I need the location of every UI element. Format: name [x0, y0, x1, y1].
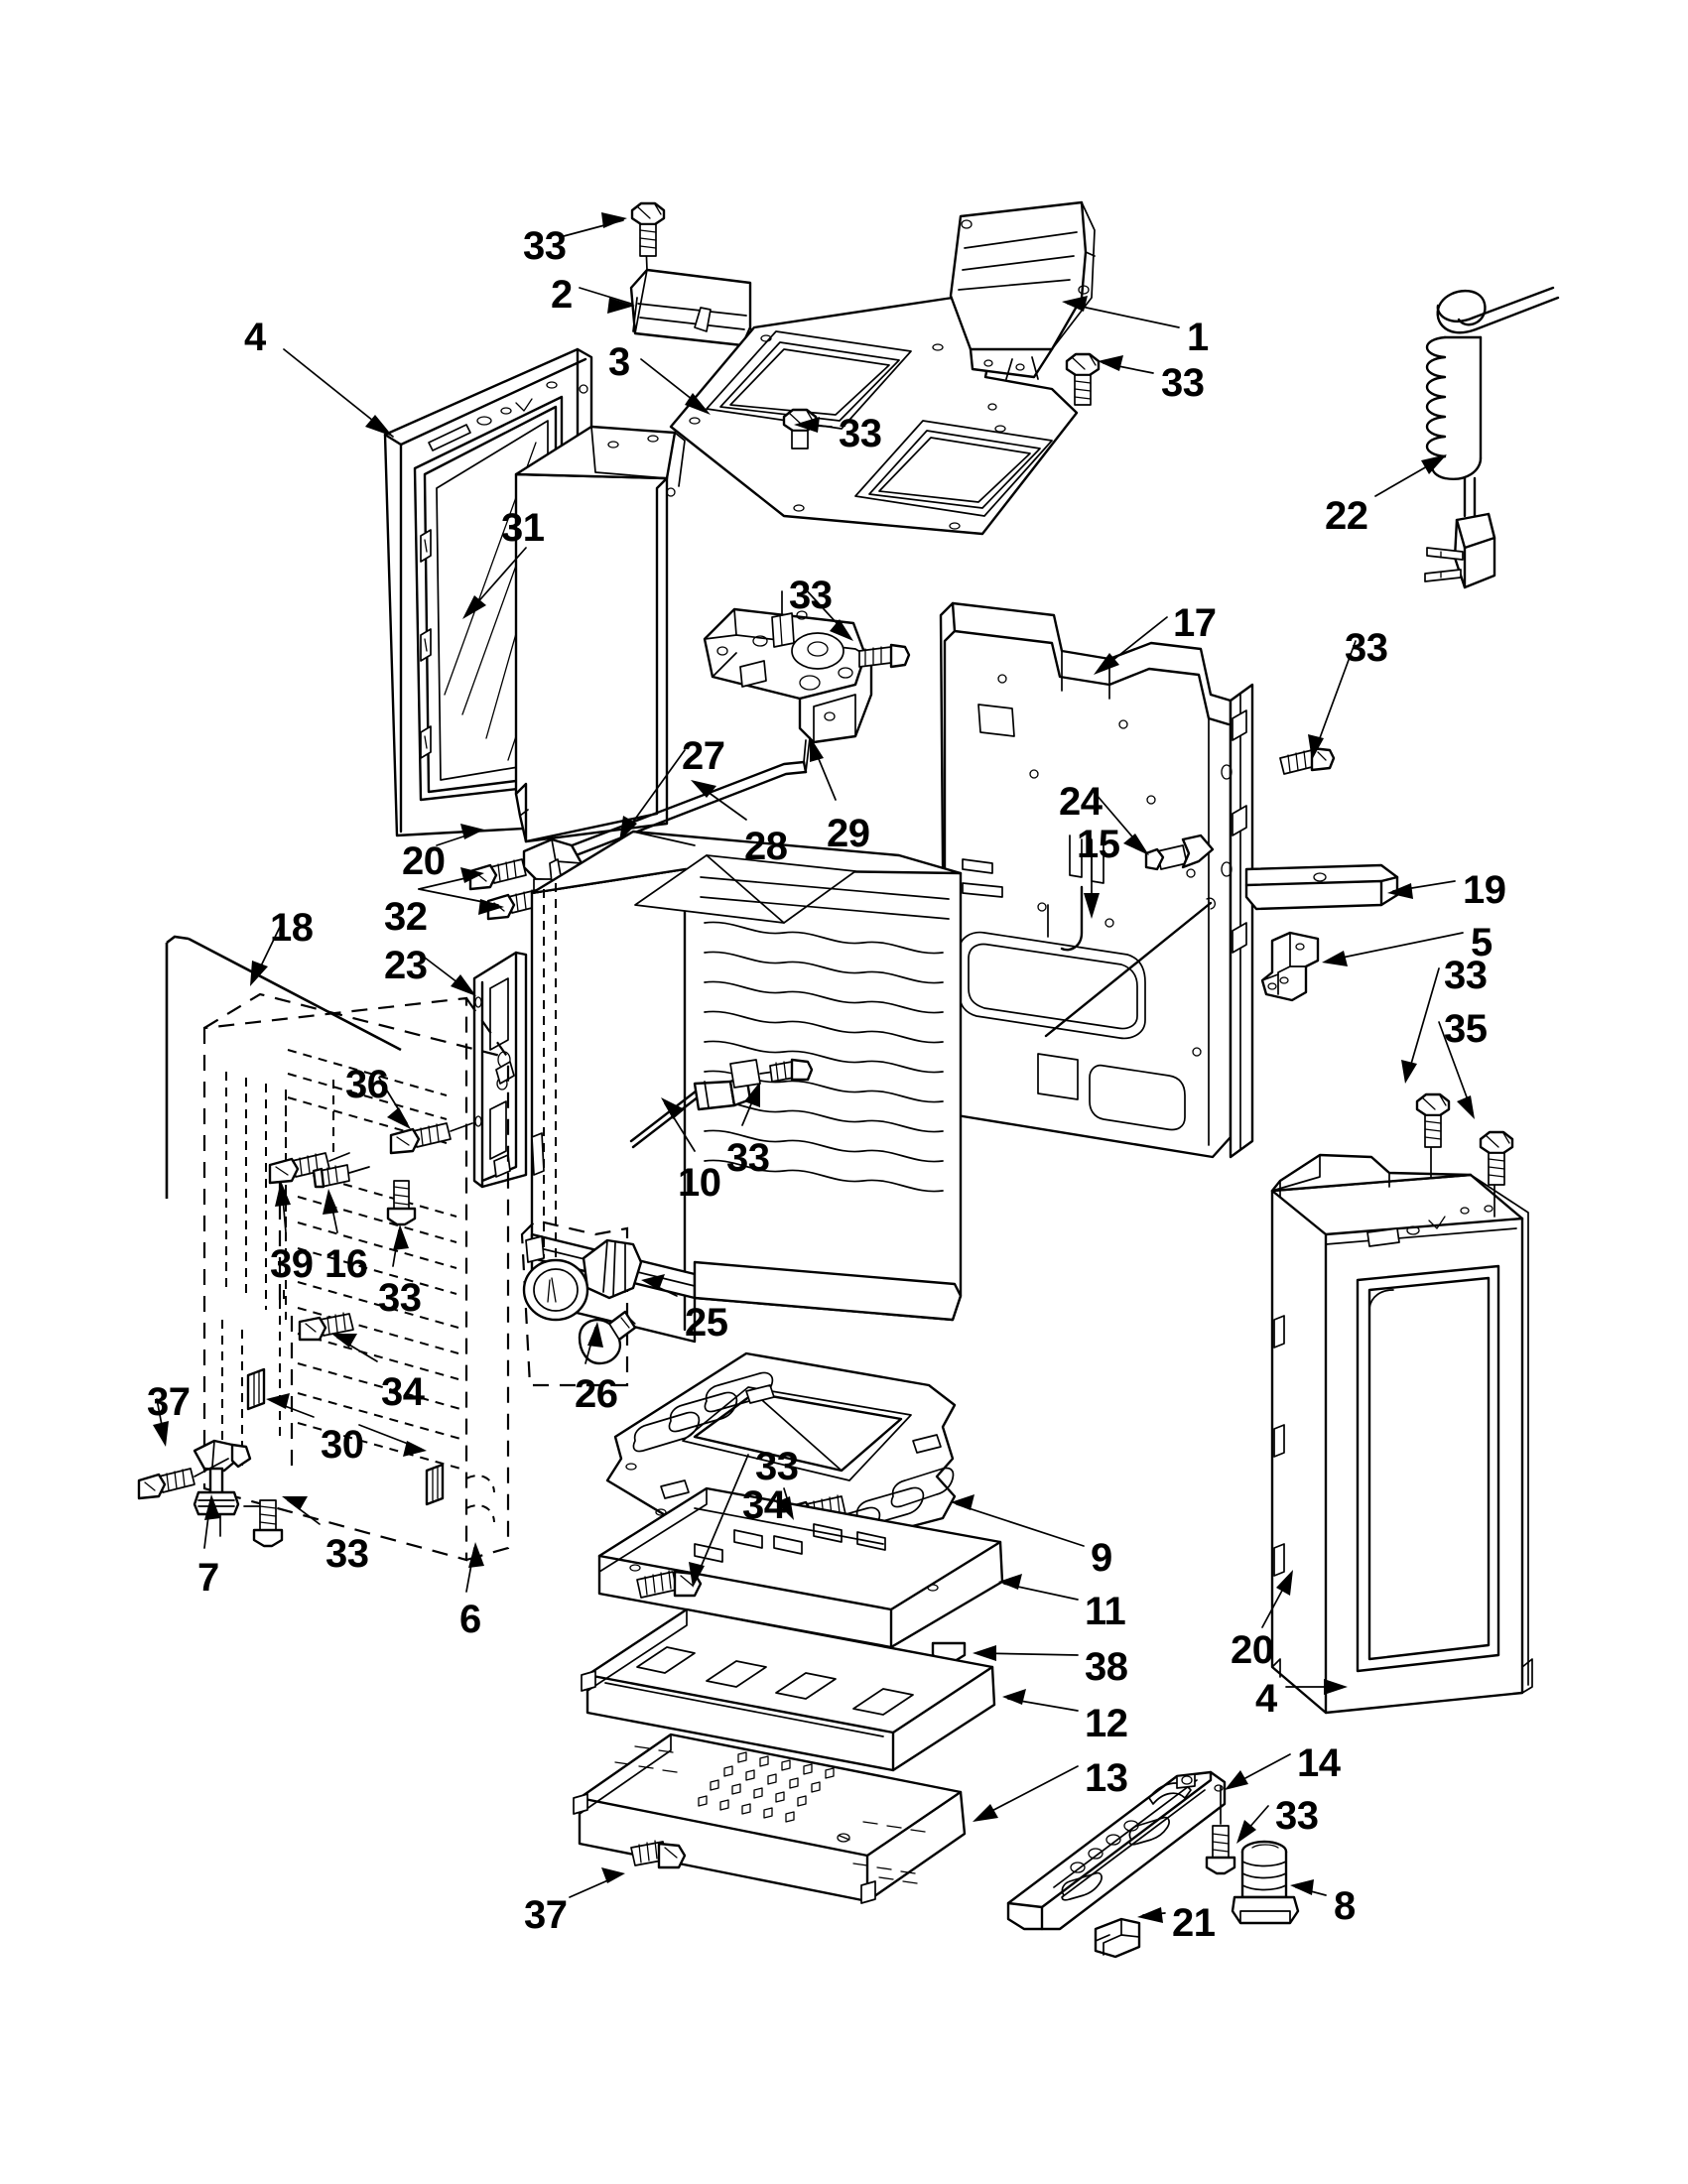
part-33-screw-insulation [386, 1180, 417, 1226]
part-18-insulation-outline [165, 935, 402, 1199]
part-35-screw-right-door [1479, 1130, 1514, 1218]
part-30-insulation-blanket [202, 992, 510, 1562]
callout-number-4: 4 [1255, 1677, 1277, 1721]
part-15-ground-wire [1044, 885, 1217, 1038]
callout-number-33: 33 [1345, 626, 1388, 670]
callout-number-7: 7 [197, 1556, 219, 1600]
callout-number-27: 27 [682, 734, 725, 778]
callout-number-33: 33 [789, 574, 833, 617]
callout-number-33: 33 [523, 224, 567, 268]
callout-number-33: 33 [755, 1445, 799, 1488]
callout-number-33: 33 [378, 1276, 422, 1320]
callout-number-4: 4 [244, 316, 266, 359]
part-12-bottom-panel [581, 1607, 996, 1772]
part-29-latch-motor [703, 590, 873, 744]
callout-number-2: 2 [551, 273, 573, 317]
part-33-screw-leg [243, 1499, 284, 1548]
callout-number-5: 5 [1471, 921, 1493, 964]
part-14-drawer-rail [1006, 1770, 1227, 1931]
callout-number-12: 12 [1085, 1702, 1128, 1745]
callout-number-14: 14 [1297, 1741, 1341, 1785]
callout-number-29: 29 [827, 812, 870, 855]
part-33-screw-backguard [1065, 352, 1101, 406]
callout-number-28: 28 [744, 825, 788, 868]
callout-number-22: 22 [1325, 494, 1368, 538]
part-21-clip [1094, 1917, 1141, 1959]
part-33-screw-rail [1205, 1785, 1236, 1875]
part-34-screw-left [298, 1312, 354, 1342]
part-22-power-cord [1424, 286, 1560, 589]
callout-number-38: 38 [1085, 1645, 1128, 1689]
callout-number-1: 1 [1187, 316, 1209, 359]
part-20-32-hinge-screws [468, 858, 545, 921]
part-2-bracket [629, 268, 759, 347]
callout-number-33: 33 [1444, 954, 1488, 997]
callout-number-16: 16 [325, 1242, 368, 1286]
part-17-rear-panel [939, 601, 1254, 1159]
callout-number-34: 34 [381, 1370, 425, 1414]
callout-number-6: 6 [459, 1598, 481, 1641]
callout-number-21: 21 [1172, 1901, 1216, 1945]
callout-number-34: 34 [742, 1483, 786, 1527]
callout-number-31: 31 [501, 506, 545, 550]
part-10-door-switch [629, 1058, 814, 1149]
leader-lines [153, 212, 1475, 1923]
callout-number-11: 11 [1085, 1590, 1126, 1633]
callout-number-15: 15 [1077, 823, 1120, 866]
callout-number-20: 20 [402, 839, 446, 883]
part-37-screw-drawer [630, 1840, 687, 1869]
callout-number-8: 8 [1334, 1884, 1356, 1928]
callout-number-30: 30 [321, 1423, 364, 1467]
callout-number-37: 37 [524, 1893, 568, 1937]
part-19-rear-rail [1244, 863, 1399, 911]
part-6-inner-door-panel [514, 425, 686, 843]
part-33-screw-latch-motor [858, 643, 911, 669]
part-7-leveling-leg-assembly [193, 1439, 252, 1537]
part-11-oven-cavity [525, 830, 963, 1344]
part-4-oven-door-right [1270, 1153, 1533, 1715]
callout-number-10: 10 [678, 1161, 721, 1205]
callout-number-17: 17 [1173, 601, 1217, 645]
callout-number-36: 36 [345, 1063, 389, 1106]
callout-number-32: 32 [384, 895, 428, 939]
part-23-side-trim-panel [472, 951, 528, 1189]
callout-number-24: 24 [1059, 780, 1103, 824]
callout-number-18: 18 [270, 906, 314, 950]
callout-number-39: 39 [270, 1242, 314, 1286]
callout-number-33: 33 [839, 412, 882, 455]
part-16-pin [312, 1164, 370, 1189]
callout-number-25: 25 [685, 1301, 728, 1345]
callout-number-33: 33 [1161, 361, 1205, 405]
part-11-burner-box [597, 1486, 1004, 1649]
part-24-ground-screw [1144, 834, 1215, 871]
callout-number-13: 13 [1085, 1756, 1128, 1800]
callout-number-37: 37 [147, 1380, 191, 1424]
part-33-screw-right-door [1415, 1092, 1451, 1178]
callout-number-33: 33 [325, 1532, 369, 1576]
callout-number-35: 35 [1444, 1007, 1488, 1051]
part-36-screw [389, 1122, 473, 1155]
part-33-screw-top-left [630, 201, 666, 271]
part-33-screw-rear-panel [1279, 746, 1336, 775]
callout-number-9: 9 [1091, 1536, 1112, 1580]
callout-number-26: 26 [575, 1372, 618, 1416]
callout-number-19: 19 [1463, 868, 1506, 912]
callout-number-20: 20 [1231, 1628, 1274, 1672]
part-25-26-oven-light [520, 1219, 643, 1387]
part-1-backguard [949, 200, 1096, 380]
part-34-inner-bracket [278, 1181, 285, 1437]
callout-number-23: 23 [384, 944, 428, 987]
part-5-antitip-bracket [1260, 931, 1320, 1002]
callout-number-33: 33 [1275, 1794, 1319, 1838]
callout-number-3: 3 [608, 340, 630, 384]
part-8-leveling-leg [1231, 1840, 1300, 1925]
part-37-screw-left [137, 1458, 229, 1500]
callout-number-33: 33 [726, 1136, 770, 1180]
